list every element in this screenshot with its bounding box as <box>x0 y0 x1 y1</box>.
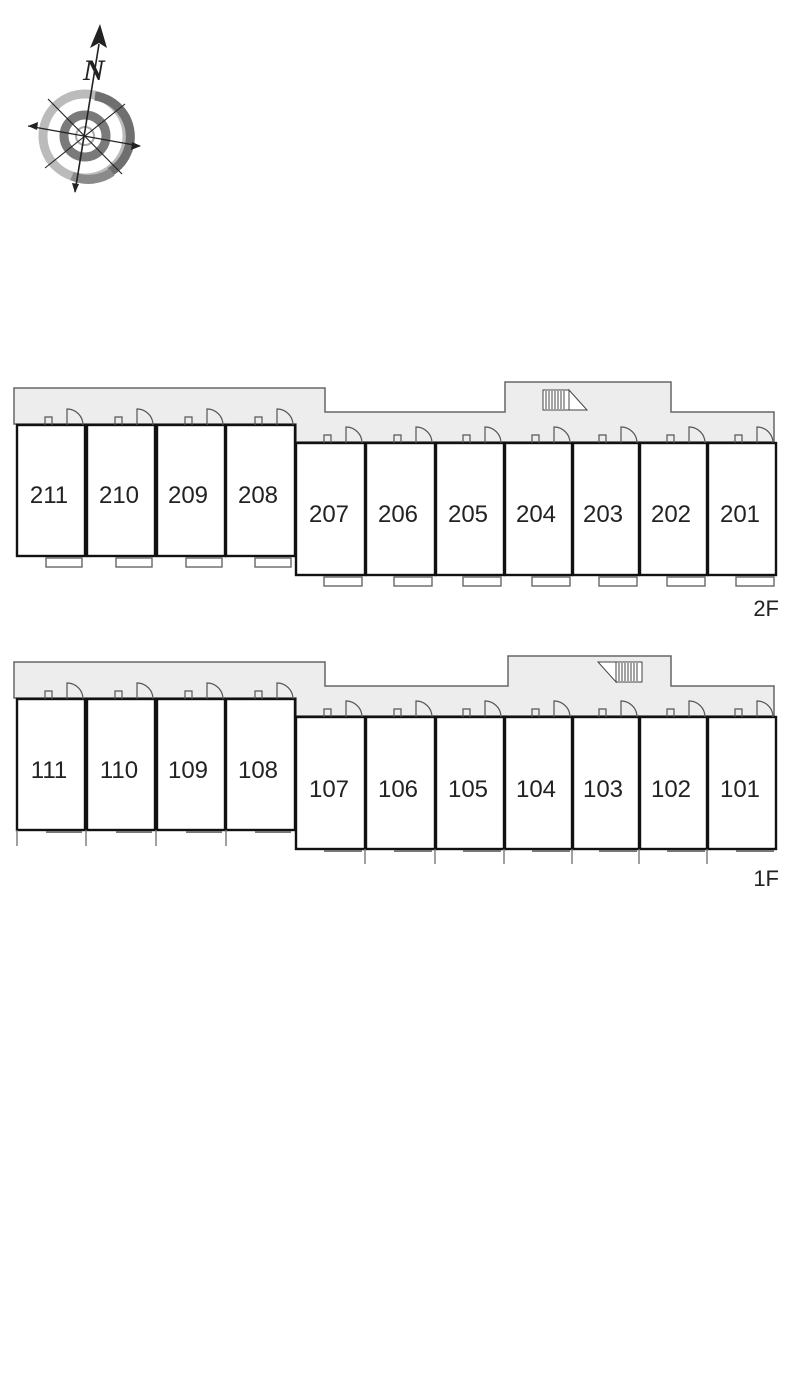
unit-label-211: 211 <box>30 482 68 509</box>
unit-104: 104 <box>503 700 574 864</box>
unit-label-204: 204 <box>516 501 556 528</box>
unit-label-203: 203 <box>583 501 623 528</box>
unit-107: 107 <box>294 700 367 852</box>
unit-label-106: 106 <box>378 776 418 803</box>
unit-108: 108 <box>224 682 297 846</box>
unit-103: 103 <box>571 700 641 864</box>
unit-203: 203 <box>571 426 641 587</box>
unit-label-107: 107 <box>309 776 349 803</box>
unit-label-208: 208 <box>238 482 278 509</box>
unit-110: 110 <box>85 682 157 846</box>
unit-201: 201 <box>706 426 778 587</box>
floor-2f-plan: 211 210 209 208 20 <box>13 381 779 621</box>
unit-label-206: 206 <box>378 501 418 528</box>
stair-icon <box>596 661 643 684</box>
unit-label-103: 103 <box>583 776 623 803</box>
unit-109: 109 <box>155 682 227 846</box>
unit-label-102: 102 <box>651 776 691 803</box>
unit-label-111: 111 <box>31 757 67 784</box>
unit-211: 211 <box>15 408 87 568</box>
unit-205: 205 <box>434 426 506 587</box>
unit-202: 202 <box>638 426 709 587</box>
unit-label-201: 201 <box>720 501 760 528</box>
unit-label-205: 205 <box>448 501 488 528</box>
compass-rose-icon <box>27 24 141 193</box>
unit-105: 105 <box>434 700 506 864</box>
unit-label-202: 202 <box>651 501 691 528</box>
unit-label-104: 104 <box>516 776 556 803</box>
compass-north-label: N <box>82 54 106 87</box>
unit-102: 102 <box>638 700 709 864</box>
floor-label-1f: 1F <box>753 866 779 891</box>
unit-208: 208 <box>224 408 297 568</box>
unit-label-207: 207 <box>309 501 349 528</box>
unit-label-101: 101 <box>720 776 760 803</box>
unit-207: 207 <box>294 426 367 587</box>
unit-210: 210 <box>85 408 157 568</box>
unit-label-110: 110 <box>100 757 138 784</box>
unit-209: 209 <box>155 408 227 568</box>
unit-label-209: 209 <box>168 482 208 509</box>
floor-1f-plan: 111 110 109 108 <box>13 655 779 891</box>
floor-label-2f: 2F <box>753 596 779 621</box>
unit-111: 111 <box>15 682 87 846</box>
unit-label-210: 210 <box>99 482 139 509</box>
unit-label-108: 108 <box>238 757 278 784</box>
unit-label-109: 109 <box>168 757 208 784</box>
unit-204: 204 <box>503 426 574 587</box>
unit-label-105: 105 <box>448 776 488 803</box>
unit-106: 106 <box>364 700 437 864</box>
stair-icon <box>542 388 589 411</box>
unit-206: 206 <box>364 426 437 587</box>
unit-101: 101 <box>706 700 778 864</box>
